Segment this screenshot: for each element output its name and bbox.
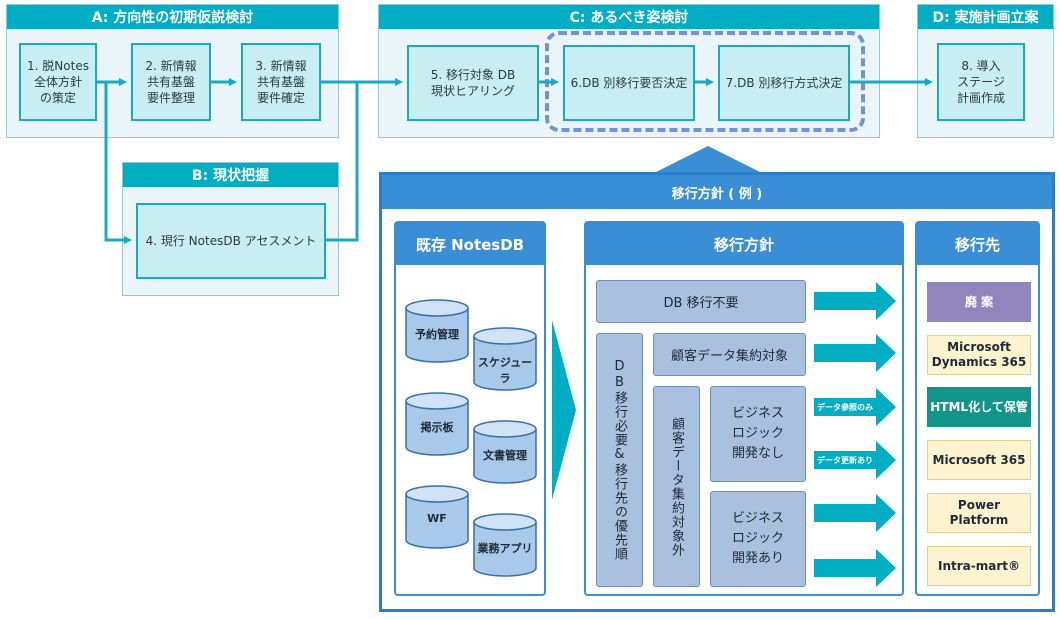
db-label-0: 予約管理 — [415, 328, 459, 341]
dest-microsoft365: Microsoft 365 — [927, 440, 1031, 480]
policy-panel-title: 移行方針 ( 例 ) — [382, 175, 1052, 209]
priority-box: DB移行必要&移行先の優先順 — [596, 333, 643, 587]
db-label-4: WF — [427, 512, 447, 525]
logic-none-box: ビジネス ロジック 開発なし — [710, 386, 806, 482]
logic-yes-box: ビジネス ロジック 開発あり — [710, 491, 806, 587]
dest-dynamics365: Microsoft Dynamics 365 — [927, 335, 1031, 375]
priority-label: DB移行必要&移行先の優先順 — [612, 359, 627, 561]
step-7-box: 7.DB 別移行方式決定 — [718, 45, 850, 121]
db-label-2: 掲示板 — [420, 421, 454, 434]
dest-intra-mart: Intra-mart® — [927, 546, 1031, 586]
customer-target-box: 顧客データ集約対象 — [653, 333, 806, 376]
step-8-box: 8. 導入 ステージ 計画作成 — [937, 43, 1025, 121]
customer-nontarget-box: 顧客データ集約対象外 — [653, 386, 700, 587]
tag-data-update: データ更新あり — [817, 456, 873, 465]
db-label-5: 業務アプリ — [477, 542, 533, 555]
step-6-box: 6.DB 別移行要否決定 — [563, 45, 695, 121]
dest-html-archive: HTML化して保管 — [927, 387, 1031, 427]
tag-data-reference-only: データ参照のみ — [817, 403, 873, 412]
step-4-box: 4. 現行 NotesDB アセスメント — [136, 203, 326, 279]
step-3-box: 3. 新情報 共有基盤 要件確定 — [241, 43, 321, 121]
destinations-box: 移行先 廃 案 Microsoft Dynamics 365 HTML化して保管… — [915, 221, 1040, 596]
db-label-3: 文書管理 — [483, 449, 527, 462]
db-label-1: スケジューラ — [477, 356, 533, 385]
no-migration-box: DB 移行不要 — [596, 280, 806, 323]
phase-d-title: D: 実施計画立案 — [918, 5, 1053, 29]
step-5-box: 5. 移行対象 DB 現状ヒアリング — [407, 45, 539, 121]
customer-nontarget-label: 顧客データ集約対象外 — [669, 416, 684, 557]
step-1-box: 1. 脱Notes 全体方針 の策定 — [19, 43, 97, 121]
phase-a-title: A: 方向性の初期仮説検討 — [7, 5, 338, 29]
phase-b-title: B: 現状把握 — [123, 163, 338, 187]
dest-power-platform: Power Platform — [927, 493, 1031, 533]
phase-c-title: C: あるべき姿検討 — [379, 5, 879, 29]
existing-notesdb-title: 既存 NotesDB — [396, 223, 544, 265]
destinations-title: 移行先 — [917, 223, 1038, 265]
dest-abolish: 廃 案 — [927, 282, 1031, 322]
policy-title: 移行方針 — [586, 223, 902, 265]
step-2-box: 2. 新情報 共有基盤 要件整理 — [131, 43, 211, 121]
